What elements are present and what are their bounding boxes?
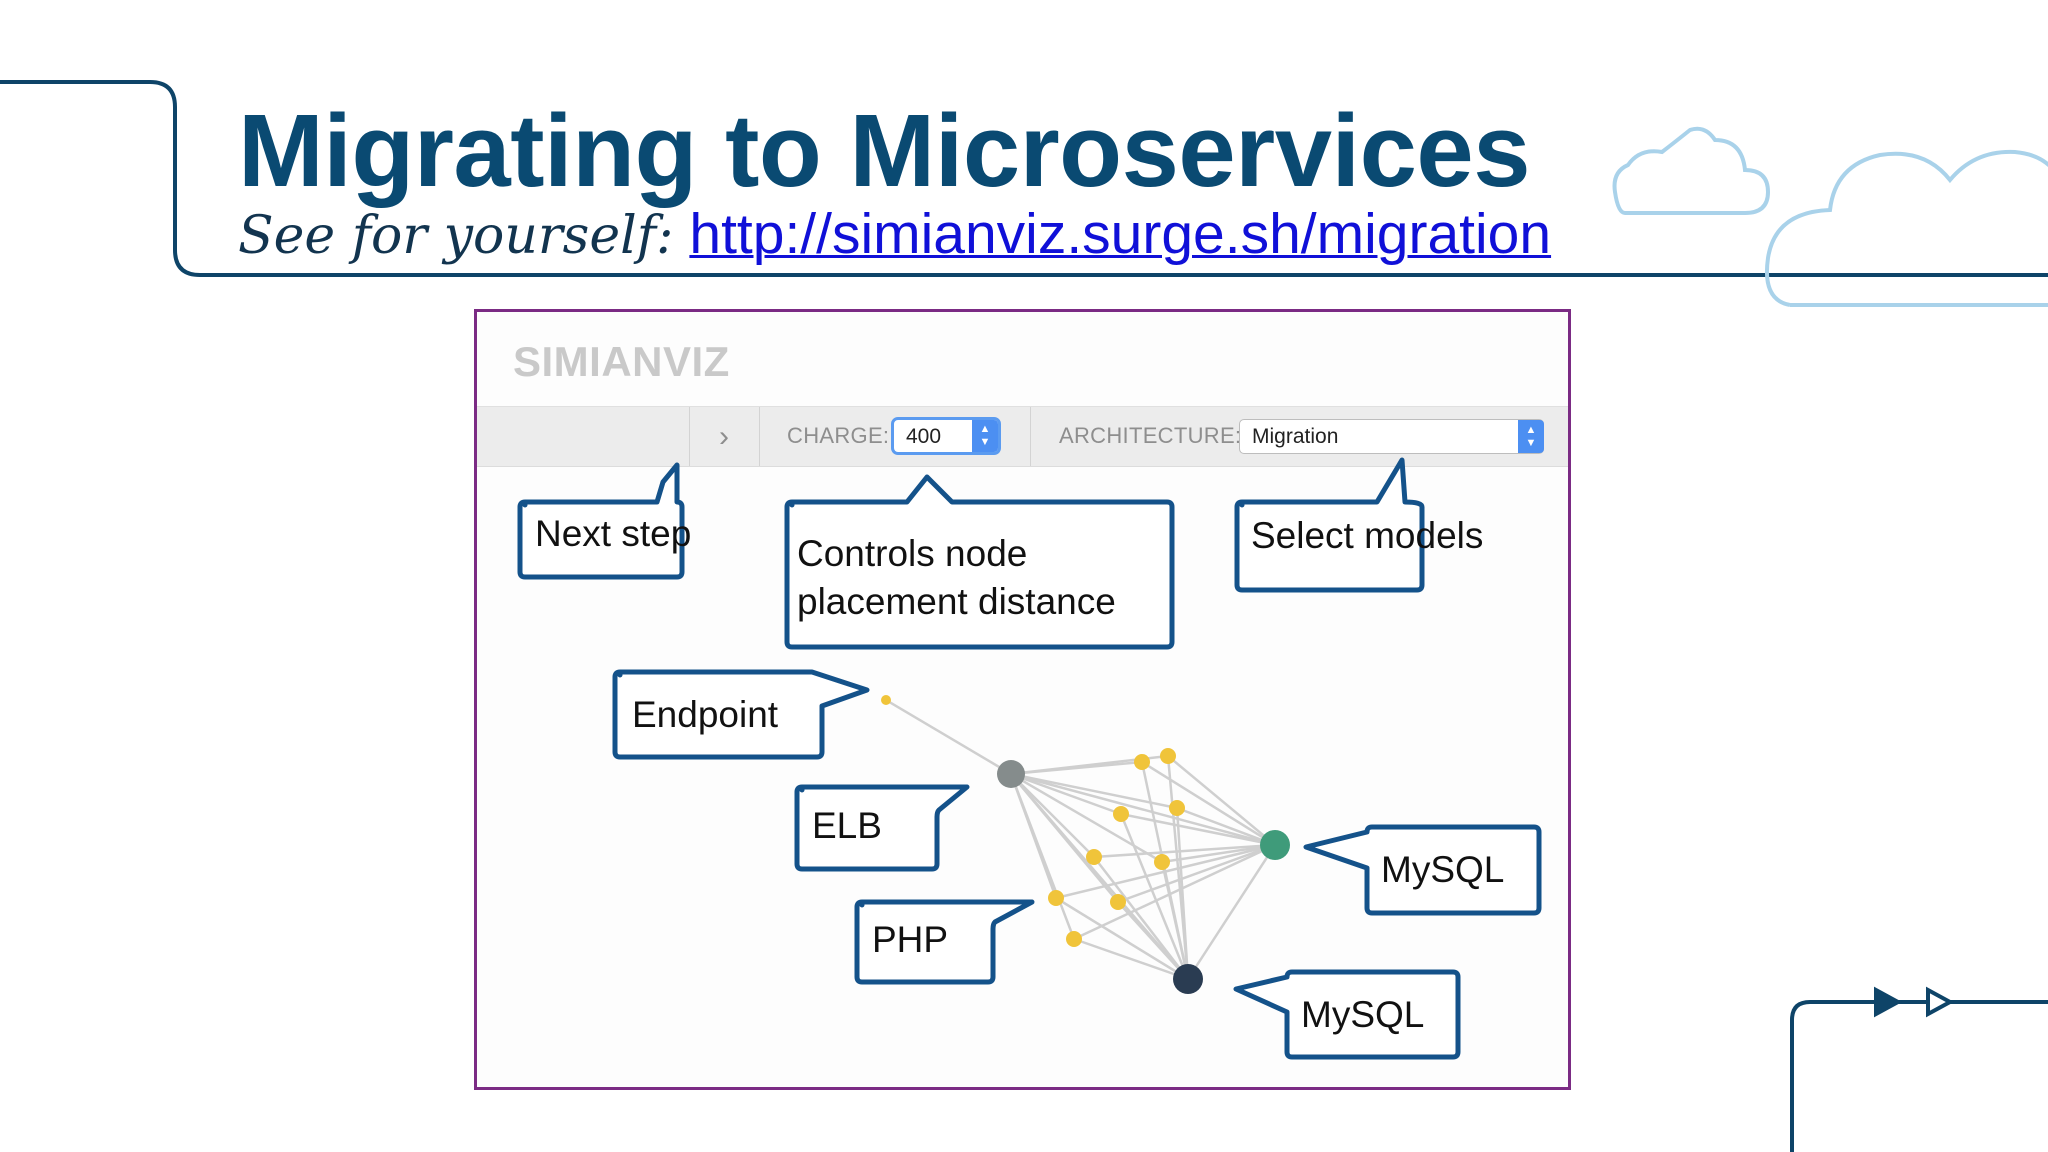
slide-subtitle: See for yourself: http://simianviz.surge… [238,200,1551,270]
php-node [1086,849,1102,865]
php-node [1134,754,1150,770]
app-screenshot-frame: SIMIANVIZ › CHARGE: 400 ▲▼ ARCHITECTURE:… [474,309,1571,1090]
chevron-right-icon: › [719,419,729,453]
mysql-label-1: MySQL [1381,849,1505,890]
cloud-icon [1765,149,2048,307]
php-node [1113,806,1129,822]
cloud-icon [1612,126,1771,215]
php-node [1169,800,1185,816]
app-brand-logo: SIMIANVIZ [513,338,730,385]
select-models-label: Select models [1251,515,1484,556]
slide-title: Migrating to Microservices [238,93,1531,208]
mysql-primary-node [1260,830,1290,860]
php-node [1160,748,1176,764]
endpoint-node [881,695,891,705]
graph-visualization [517,457,1542,1060]
php-node [1048,890,1064,906]
next-step-callout [517,462,685,580]
charge-stepper[interactable]: 400 ▲▼ [891,417,1001,455]
toolbar-divider [759,407,760,466]
select-models-callout [1234,457,1425,593]
elb-label: ELB [812,805,882,846]
toolbar: › CHARGE: 400 ▲▼ ARCHITECTURE: Migration… [477,406,1568,467]
elb-node [997,760,1025,788]
php-node [1154,854,1170,870]
architecture-select[interactable]: Migration ▲▼ [1239,419,1544,454]
controls-label-line2: placement distance [797,581,1116,622]
mysql-secondary-node [1173,964,1203,994]
controls-label-line1: Controls node [797,533,1028,574]
php-callout [854,899,1035,985]
toolbar-divider [1030,407,1031,466]
charge-label: CHARGE: [787,423,890,448]
php-node [1110,894,1126,910]
mysql-callout-2 [1233,969,1461,1060]
mysql-label-2: MySQL [1301,994,1425,1035]
graph-edges [885,698,1277,981]
next-step-label: Next step [535,513,692,554]
endpoint-callout [612,669,870,760]
toolbar-divider [689,407,690,466]
select-arrows-icon: ▲▼ [1518,420,1544,453]
architecture-label: ARCHITECTURE: [1059,423,1242,448]
next-step-button[interactable]: › [689,407,759,466]
stepper-arrows-icon[interactable]: ▲▼ [972,420,998,452]
elb-callout [794,784,970,872]
flow-connector-icon [1790,986,2048,1152]
controls-callout [784,474,1175,650]
migration-link[interactable]: http://simianviz.surge.sh/migration [689,202,1552,266]
charge-value: 400 [906,425,942,448]
mysql-callout-1 [1303,824,1542,916]
architecture-value: Migration [1252,425,1339,448]
header-frame-line [0,80,2048,277]
subtitle-lead: See for yourself: [238,206,674,266]
php-label: PHP [872,919,949,960]
endpoint-label: Endpoint [632,694,779,735]
php-node [1066,931,1082,947]
